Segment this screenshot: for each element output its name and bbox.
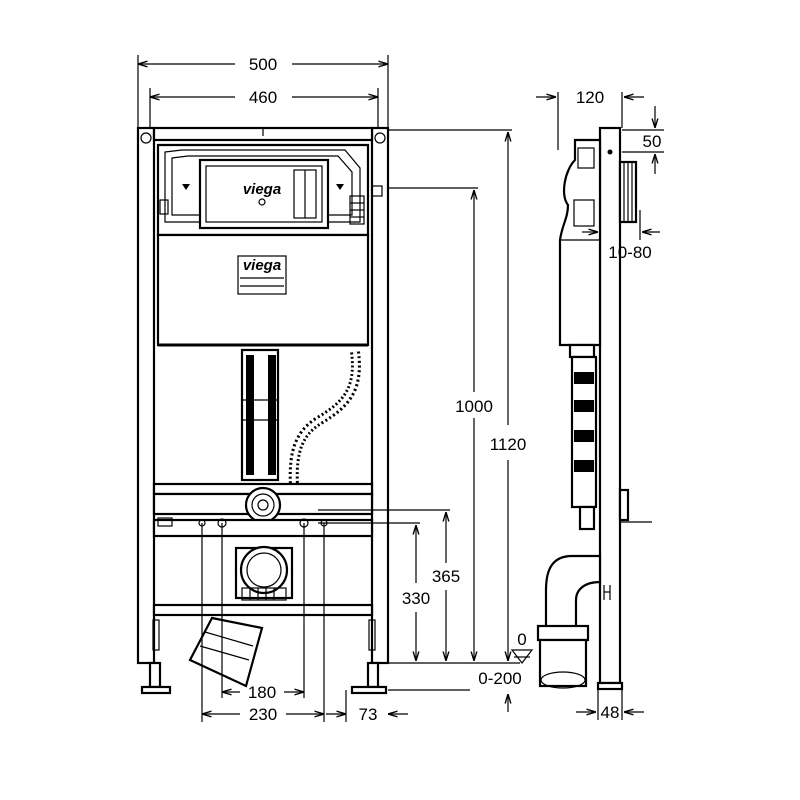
frame-bottom-rail: [152, 603, 374, 617]
side-cistern: [558, 138, 602, 359]
drain-bend: [188, 545, 294, 688]
dim-label-460: 460: [249, 88, 277, 107]
dim-offset-73: 73: [326, 705, 408, 724]
side-drain-pipe: [570, 355, 598, 531]
dim-span-180: 180: [222, 683, 304, 702]
dim-label-0-200: 0-200: [478, 669, 521, 688]
side-foot: [596, 681, 624, 720]
zero-level-marker: 0: [510, 630, 534, 664]
actuator-plate: [198, 158, 330, 230]
dim-label-500: 500: [249, 55, 277, 74]
dim-label-120: 120: [576, 88, 604, 107]
dim-span-230: 230: [202, 705, 324, 724]
dim-label-zero: 0: [517, 630, 526, 649]
screw-marker-left: [182, 184, 190, 190]
foot-left: [140, 619, 172, 695]
side-elbow: [536, 554, 611, 689]
logo-viega-mid: viega: [243, 257, 281, 274]
dim-width-460: 460: [150, 88, 378, 107]
dim-label-330: 330: [402, 589, 430, 608]
side-bracket: [618, 160, 638, 224]
side-view: 120 50: [536, 88, 664, 722]
cistern-body: viega: [156, 143, 383, 237]
dim-label-50: 50: [643, 132, 662, 151]
screw-marker-right: [336, 184, 344, 190]
frame-right-upright: [370, 126, 390, 665]
dim-range-10-80: 10-80: [582, 210, 660, 262]
dim-label-1000: 1000: [455, 397, 493, 416]
dim-foot-48: 48: [576, 703, 644, 722]
dim-depth-120: 120: [536, 88, 644, 107]
dim-label-365: 365: [432, 567, 460, 586]
bottom-crossbar: [152, 482, 374, 538]
frame-left-upright: [136, 126, 156, 665]
support-column: [240, 348, 280, 482]
dim-height-1000: 1000: [455, 190, 493, 661]
front-view: 500 460 viega: [136, 55, 534, 724]
water-inlet: [244, 486, 282, 524]
dim-width-500: 500: [138, 55, 388, 74]
dim-label-230: 230: [249, 705, 277, 724]
dim-offset-50: 50: [622, 106, 664, 174]
dim-label-73: 73: [359, 705, 378, 724]
logo-viega-top: viega: [243, 181, 281, 198]
dim-height-365: 365: [432, 512, 460, 661]
cistern-lower: viega: [156, 233, 370, 347]
dim-range-0-200: 0-200: [478, 669, 522, 712]
dim-height-330: 330: [402, 525, 430, 661]
dim-height-1120: 1120: [490, 132, 527, 661]
dim-label-10-80: 10-80: [608, 243, 651, 262]
foot-right: [350, 619, 388, 695]
dim-label-180: 180: [248, 683, 276, 702]
dim-label-48: 48: [601, 703, 620, 722]
dim-label-1120: 1120: [490, 435, 527, 454]
